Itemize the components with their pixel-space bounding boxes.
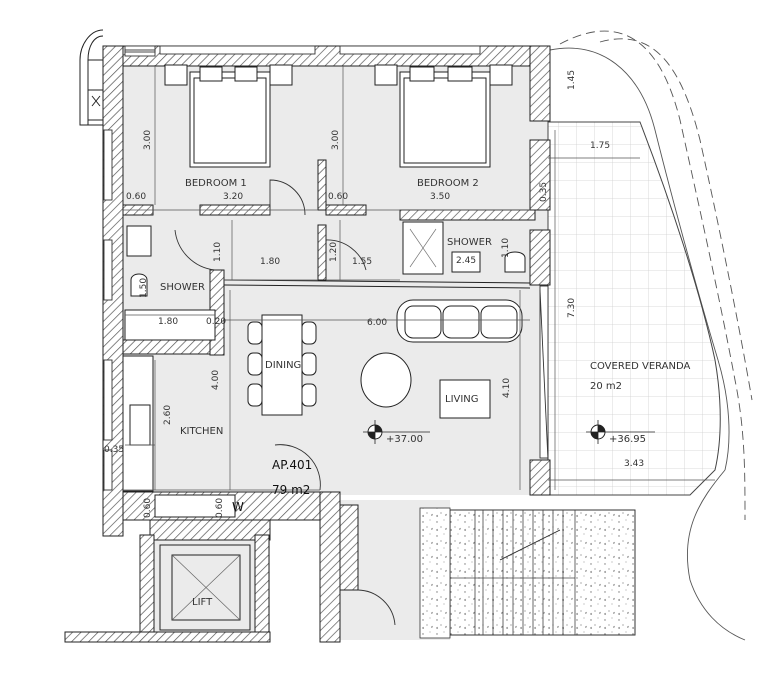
walls (64, 45, 551, 643)
left-balcony (79, 29, 104, 126)
dim-bed1-width: 3.20 (223, 192, 243, 202)
dim-living-height: 4.10 (502, 378, 512, 398)
doors (174, 179, 549, 626)
level-label-living: +37.00 (386, 434, 423, 445)
lift-shaft (159, 544, 251, 631)
dim-kitchen-height: 2.60 (163, 405, 173, 425)
level-marker-living (363, 420, 430, 444)
terrace-edge (549, 47, 746, 641)
dim-hall-v: 1.20 (329, 242, 339, 262)
dim-corridor-h: 1.10 (213, 242, 223, 262)
dim-bed1-depth: 3.00 (143, 130, 153, 150)
dim-bed2-width: 3.50 (430, 192, 450, 202)
level-labels: +37.00 +36.95 (386, 434, 646, 445)
dimension-lines (123, 65, 715, 491)
sliding-partitions (223, 279, 531, 289)
level-label-veranda: +36.95 (609, 434, 646, 445)
washer-label: W (232, 500, 244, 514)
room-label-kitchen: KITCHEN (180, 426, 223, 437)
furniture (122, 64, 526, 518)
dimension-labels: 3.00 3.20 0.60 3.00 3.50 0.60 0.35 1.10 … (104, 70, 644, 518)
apartment-code: AP.401 (272, 458, 312, 472)
dim-veranda-height: 7.30 (567, 298, 577, 318)
apartment-area: 79 m2 (272, 483, 310, 497)
room-label-shower-left: SHOWER (160, 282, 205, 293)
level-marker-veranda (586, 420, 655, 444)
dim-hall-w: 1.55 (352, 257, 372, 267)
dim-veranda-top: 1.75 (590, 141, 610, 151)
dim-shower-l-h: 1.50 (139, 278, 149, 298)
dim-shower-l-side: 0.20 (206, 317, 226, 327)
site-boundary (559, 30, 753, 521)
room-label-bedroom2: BEDROOM 2 (417, 178, 479, 189)
dim-shower-l-w: 1.80 (158, 317, 178, 327)
dim-bed2-depth: 3.00 (331, 130, 341, 150)
dim-bed1-side: 0.60 (126, 192, 146, 202)
dim-corridor-w: 1.80 (260, 257, 280, 267)
dim-bed2-right: 0.35 (539, 182, 549, 202)
dim-shower-r-h: 1.10 (501, 238, 511, 258)
dim-bed2-side: 0.60 (328, 192, 348, 202)
room-label-veranda: COVERED VERANDA (590, 361, 691, 372)
dim-veranda-corner: 1.45 (567, 70, 577, 90)
stairs (419, 507, 636, 639)
dim-living-width: 6.00 (367, 318, 387, 328)
room-label-living: LIVING (445, 394, 479, 405)
room-label-bedroom1: BEDROOM 1 (185, 178, 247, 189)
room-labels: BEDROOM 1 BEDROOM 2 SHOWER SHOWER DINING… (160, 178, 691, 608)
dim-dining-height: 4.00 (211, 370, 221, 390)
dim-bottom-mid: 0.60 (215, 498, 225, 518)
dim-shower-r-w: 2.45 (456, 256, 476, 266)
dim-bottom-left: 0.60 (143, 498, 153, 518)
veranda-floor (547, 121, 721, 496)
room-area-veranda: 20 m2 (590, 381, 622, 392)
dim-veranda-width: 3.43 (624, 459, 644, 469)
room-label-lift: LIFT (192, 597, 213, 608)
room-label-shower-right: SHOWER (447, 237, 492, 248)
dim-kitchen-side: 0.35 (104, 445, 124, 455)
room-label-dining: DINING (265, 360, 301, 371)
